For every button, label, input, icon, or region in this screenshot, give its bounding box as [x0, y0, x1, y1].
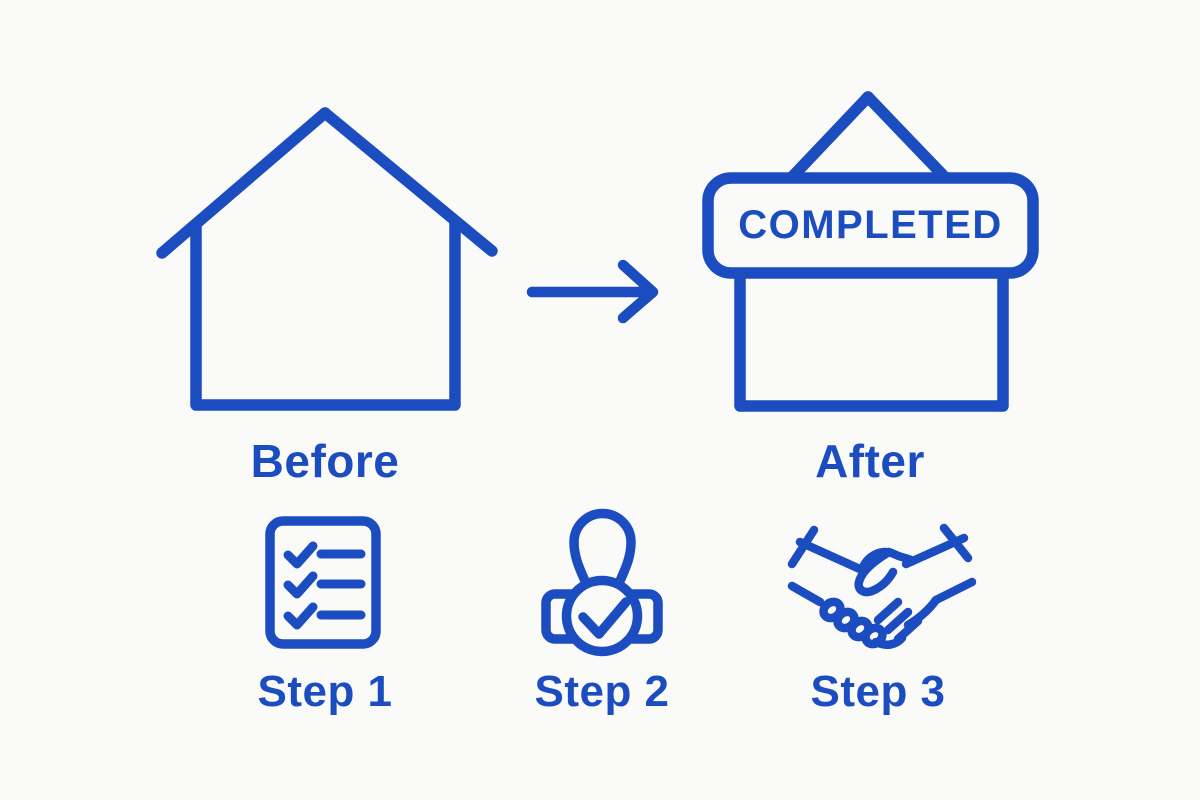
handshake-icon: [787, 523, 977, 650]
approval-stamp-icon: [541, 508, 663, 657]
completed-sign-label: COMPLETED: [738, 203, 1003, 247]
step-3-label: Step 3: [810, 667, 946, 716]
before-label: Before: [250, 435, 400, 487]
step-1-label: Step 1: [257, 667, 393, 716]
step-2-label: Step 2: [534, 667, 670, 716]
house-completed-sign-icon: [702, 91, 1039, 412]
checklist-icon: [265, 516, 381, 649]
after-label: After: [815, 435, 925, 487]
arrow-right-icon: [526, 259, 659, 324]
house-outline-icon: [156, 107, 498, 411]
